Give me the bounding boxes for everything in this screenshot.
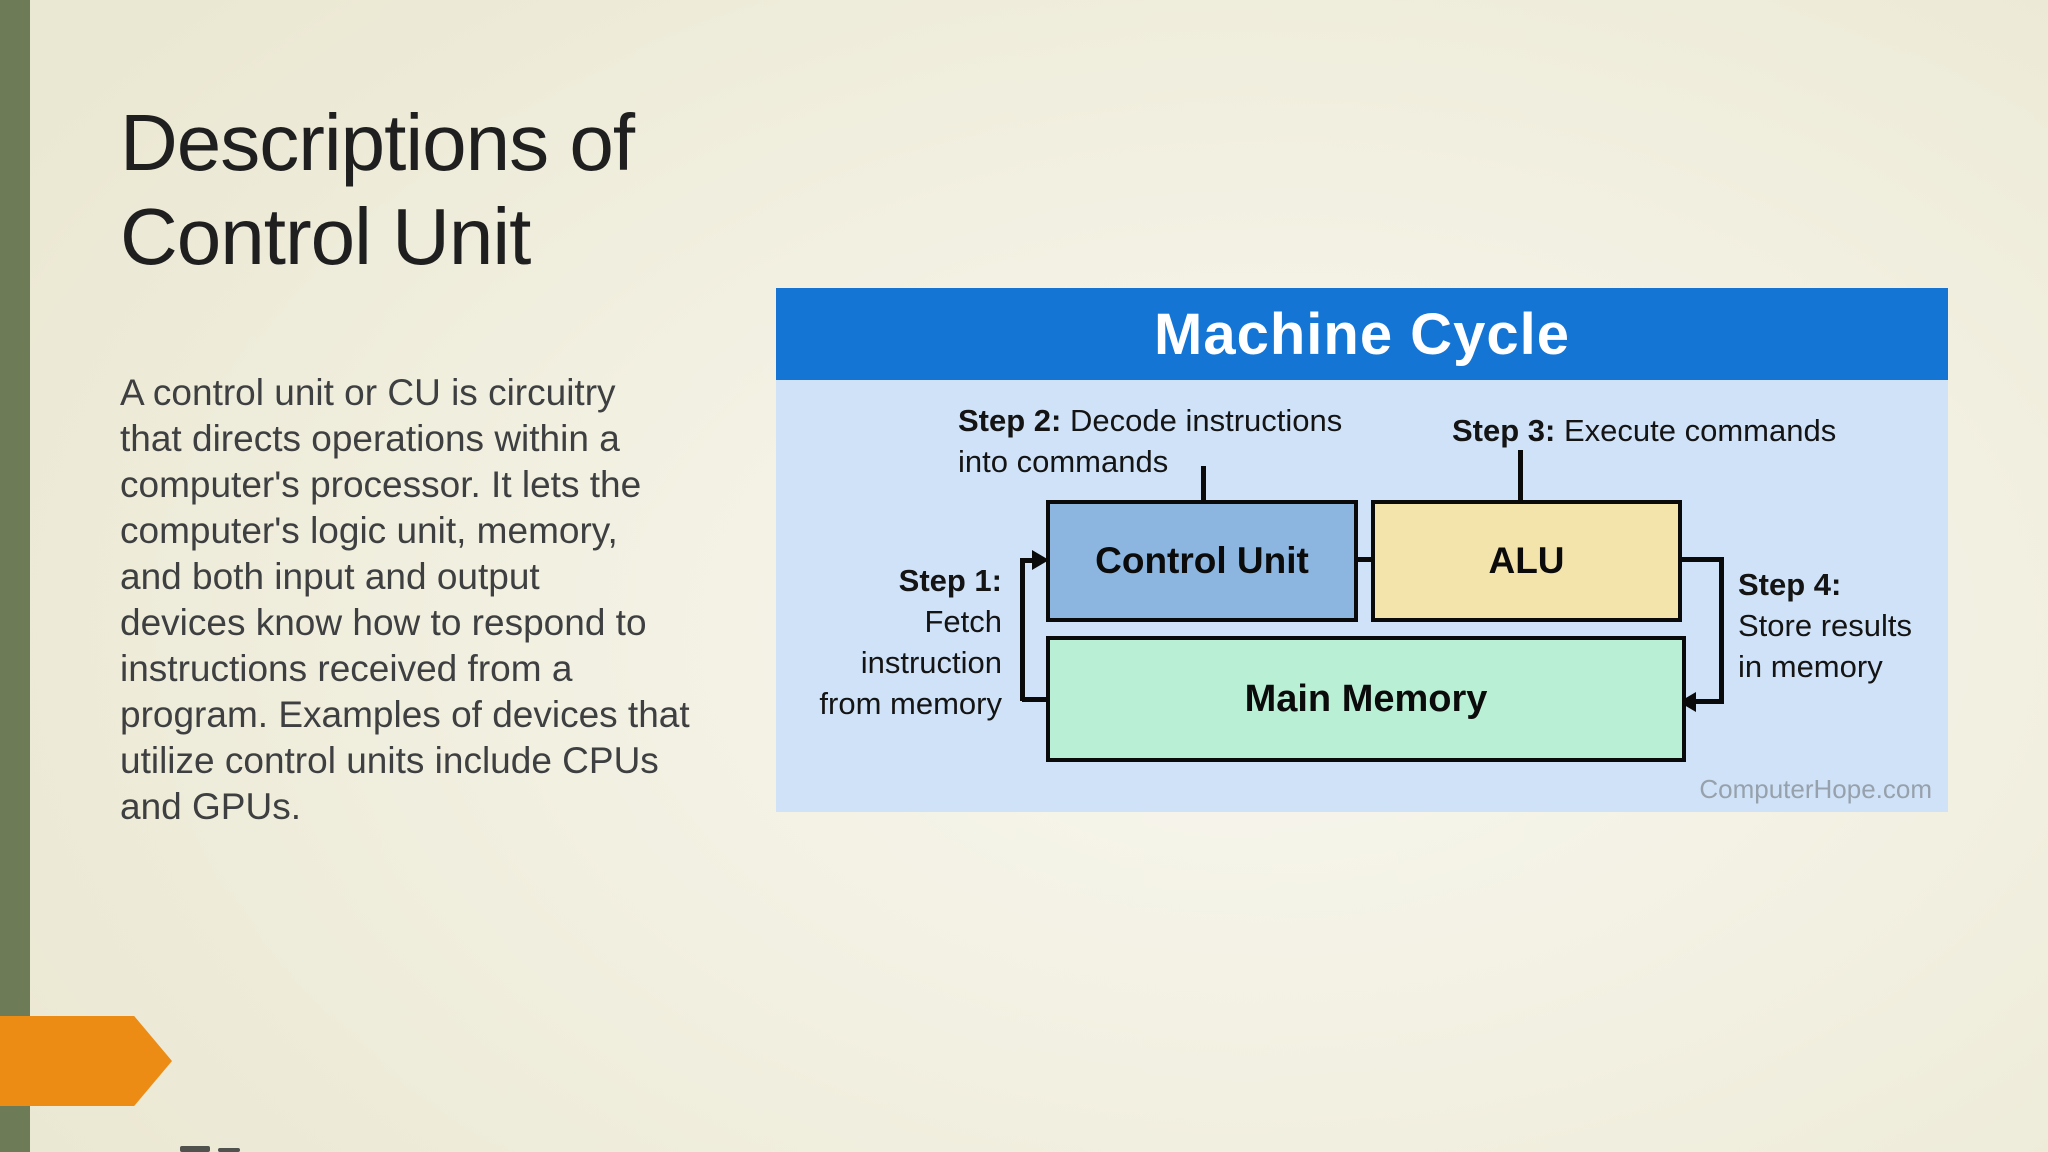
body-line: utilize control units include CPUs — [120, 740, 659, 781]
step3-text: Execute commands — [1563, 413, 1837, 448]
figure-header: Machine Cycle — [776, 288, 1948, 380]
cu-alu-connector — [1354, 557, 1371, 562]
left-accent-bar — [0, 0, 30, 1152]
alu-box: ALU — [1371, 500, 1682, 622]
machine-cycle-figure: Machine Cycle Step 2: Decode instruction… — [776, 288, 1948, 812]
main-memory-box: Main Memory — [1046, 636, 1686, 762]
step4-line1: Store results — [1738, 608, 1913, 643]
main-memory-label: Main Memory — [1244, 677, 1488, 720]
step2-line1: Step 2: Decode instructions — [958, 400, 1342, 441]
title-line-2: Control Unit — [120, 192, 531, 281]
step1-label: Step 1: — [898, 563, 1002, 598]
control-unit-box: Control Unit — [1046, 500, 1358, 622]
step1-loop-top — [1022, 558, 1036, 563]
body-line: devices know how to respond to — [120, 602, 647, 643]
step2-connector-line — [1201, 466, 1206, 501]
step3-connector-line — [1518, 450, 1523, 501]
clipped-text-artifact — [218, 1148, 240, 1152]
step4-line2: in memory — [1738, 649, 1883, 684]
title-line-1: Descriptions of — [120, 98, 635, 187]
arrowhead-right-icon — [1032, 550, 1049, 570]
step1-line2: instruction — [860, 645, 1002, 680]
step1-loop-vertical — [1020, 558, 1025, 701]
step4-label: Step 4: — [1738, 567, 1842, 602]
step1-label-block: Step 1: Fetch instruction from memory — [786, 560, 1002, 724]
step4-loop-top — [1680, 557, 1724, 562]
body-line: program. Examples of devices that — [120, 694, 690, 735]
step4-loop-vertical — [1719, 557, 1724, 704]
alu-label: ALU — [1488, 540, 1565, 581]
step4-label-block: Step 4: Store results in memory — [1738, 564, 1912, 687]
step2-line2: into commands — [958, 444, 1169, 479]
step4-loop-bottom — [1696, 699, 1724, 704]
body-line: and GPUs. — [120, 786, 301, 827]
step3-label: Step 3: — [1452, 413, 1556, 448]
body-line: computer's processor. It lets the — [120, 464, 642, 505]
body-line: and both input and output — [120, 556, 540, 597]
control-unit-label: Control Unit — [1095, 540, 1309, 581]
body-line: computer's logic unit, memory, — [120, 510, 618, 551]
body-paragraph: A control unit or CU is circuitry that d… — [120, 370, 760, 830]
watermark: ComputerHope.com — [1699, 774, 1932, 804]
slide-title: Descriptions of Control Unit — [120, 96, 760, 284]
step1-line1: Fetch — [924, 604, 1002, 639]
body-line: instructions received from a — [120, 648, 573, 689]
step2-label-block: Step 2: Decode instructions into command… — [958, 400, 1342, 482]
step2-text: Decode instructions — [1069, 403, 1343, 438]
step1-line3: from memory — [819, 686, 1002, 721]
decorative-arrow-shape — [0, 1016, 172, 1106]
step1-loop-bottom — [1022, 697, 1048, 702]
clipped-text-artifact — [180, 1146, 210, 1152]
step2-label: Step 2: — [958, 403, 1062, 438]
figure-title: Machine Cycle — [1154, 301, 1570, 367]
body-line: A control unit or CU is circuitry — [120, 372, 616, 413]
body-line: that directs operations within a — [120, 418, 620, 459]
step3-label-block: Step 3: Execute commands — [1452, 410, 1836, 451]
